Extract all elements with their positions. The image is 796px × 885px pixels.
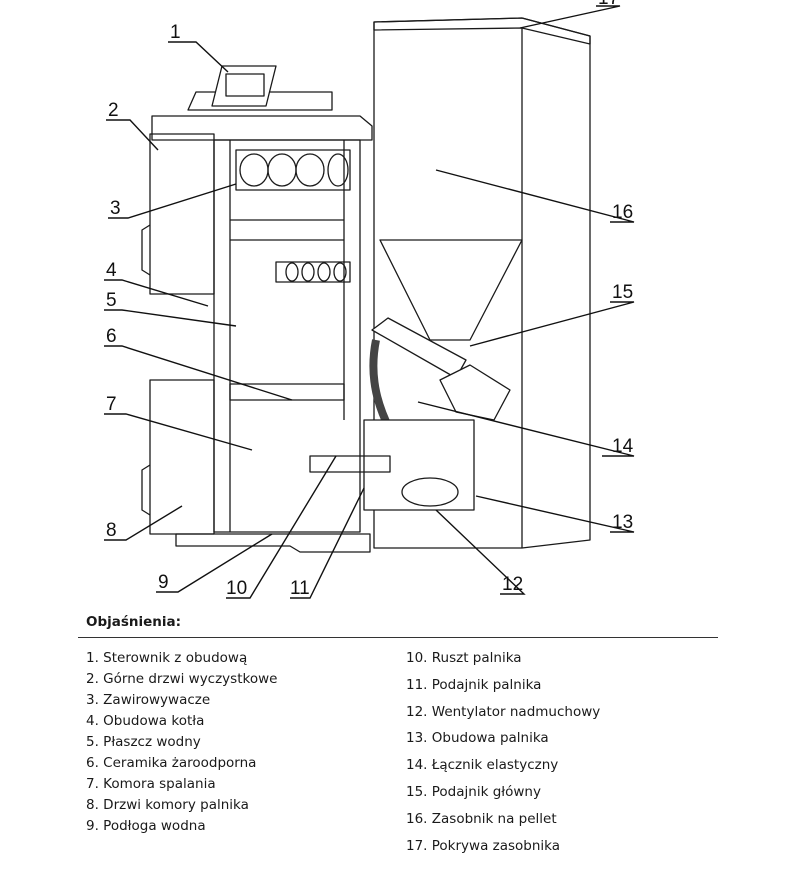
water-jacket-tubes (275, 261, 351, 283)
callout-6: 6 (106, 326, 117, 347)
controller-panel (211, 65, 277, 107)
callout-7: 7 (106, 394, 117, 415)
legend-item-3: 3. Zawirowywacze (86, 692, 211, 708)
callout-17: 17 (598, 0, 619, 9)
legend-item-13: 13. Obudowa palnika (406, 730, 549, 747)
callout-14: 14 (612, 436, 634, 457)
boiler-diagram: 1 2 3 4 5 6 7 8 9 10 11 12 13 14 15 16 1… (104, 0, 635, 599)
hopper-funnel (379, 239, 523, 341)
hopper-lid (373, 17, 591, 45)
turbulators (235, 149, 351, 191)
boiler-casing (213, 139, 361, 533)
legend-left-column: 1. Sterownik z obudową 2. Górne drzwi wy… (86, 648, 277, 837)
callout-1: 1 (170, 22, 181, 43)
legend-item-17: 17. Pokrywa zasobnika (406, 837, 561, 854)
callout-5: 5 (106, 290, 117, 311)
legend-item-6: 6. Ceramika żaroodporna (86, 755, 257, 771)
callout-12: 12 (502, 574, 523, 595)
refractory-ceramic (229, 383, 345, 401)
burner-grate (309, 455, 391, 473)
callout-9: 9 (158, 572, 169, 593)
callout-2: 2 (108, 100, 119, 121)
legend-right-column: 10. Ruszt palnika 11. Podajnik palnika 1… (406, 648, 600, 862)
door-handle-lower (141, 464, 151, 516)
burner-chamber-door (149, 379, 215, 535)
legend-item-1: 1. Sterownik z obudową (86, 650, 248, 666)
legend-item-8: 8. Drzwi komory palnika (86, 797, 249, 813)
callout-16: 16 (612, 202, 633, 223)
legend-item-16: 16. Zasobnik na pellet (406, 810, 557, 827)
callout-13: 13 (612, 512, 633, 533)
callout-11: 11 (290, 578, 310, 599)
controller-screen (225, 73, 265, 97)
boiler-top (151, 115, 373, 141)
main-feeder (371, 317, 467, 379)
legend-item-11: 11. Podajnik palnika (406, 676, 542, 693)
legend-item-15: 15. Podajnik główny (406, 783, 541, 800)
legend-item-5: 5. Płaszcz wodny (86, 734, 201, 750)
legend-divider (78, 637, 718, 638)
blower-fan (401, 477, 459, 507)
legend-item-12: 12. Wentylator nadmuchowy (406, 703, 601, 720)
callout-15: 15 (612, 282, 633, 303)
upper-cleaning-door (149, 133, 215, 295)
callout-3: 3 (110, 198, 121, 219)
callout-8: 8 (106, 520, 117, 541)
legend-title: Objaśnienia: (86, 614, 182, 630)
callout-4: 4 (106, 260, 117, 281)
water-floor (175, 533, 371, 553)
callout-10: 10 (226, 578, 247, 599)
door-handle-upper (141, 224, 151, 276)
legend-item-4: 4. Obudowa kotła (86, 713, 205, 729)
legend-item-2: 2. Górne drzwi wyczystkowe (86, 671, 278, 687)
burner-housing (363, 419, 475, 511)
feeder-motor (439, 364, 511, 421)
legend-item-10: 10. Ruszt palnika (406, 650, 522, 666)
legend-item-9: 9. Podłoga wodna (86, 818, 206, 834)
legend-item-14: 14. Łącznik elastyczny (406, 757, 559, 774)
legend-item-7: 7. Komora spalania (86, 776, 216, 792)
